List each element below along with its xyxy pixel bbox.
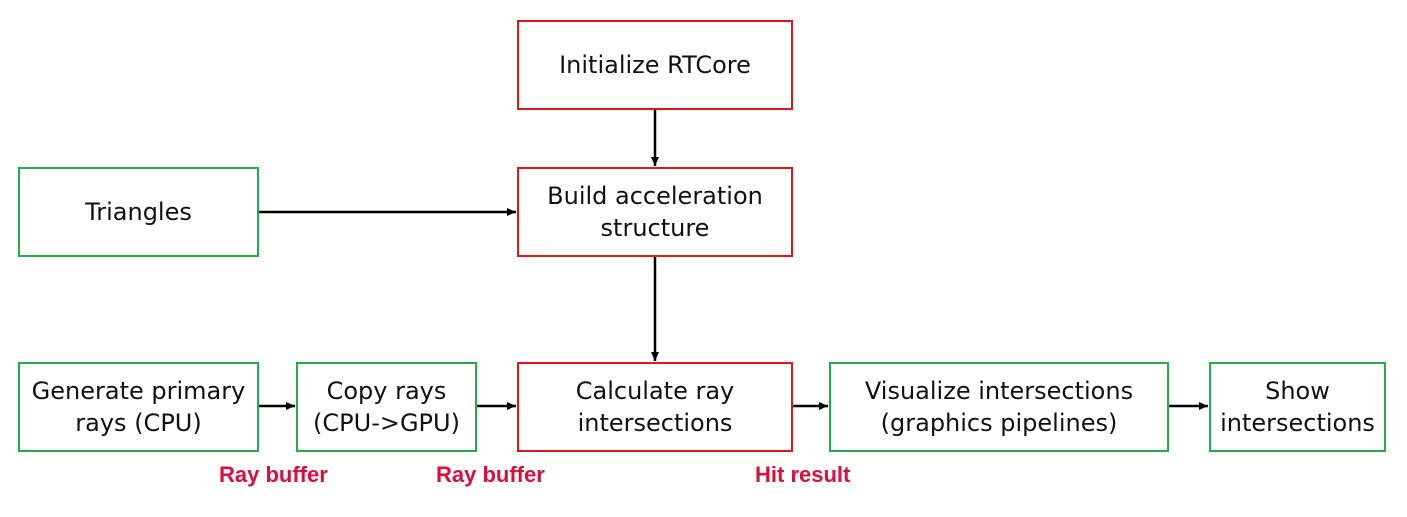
node-copy-rays: Copy rays (CPU->GPU) bbox=[296, 362, 477, 452]
node-label: Build acceleration structure bbox=[547, 182, 763, 242]
node-label: Show intersections bbox=[1220, 377, 1375, 437]
node-label: Visualize intersections (graphics pipeli… bbox=[864, 377, 1134, 437]
node-show-intersections: Show intersections bbox=[1209, 362, 1386, 452]
edge-label-ray-buffer-2: Ray buffer bbox=[436, 462, 545, 487]
edge-label-hit-result: Hit result bbox=[755, 462, 851, 487]
node-calculate-ray-intersections: Calculate ray intersections bbox=[517, 362, 793, 452]
node-label: Calculate ray intersections bbox=[575, 377, 735, 437]
node-build-acceleration-structure: Build acceleration structure bbox=[517, 167, 793, 257]
edge-label-ray-buffer-1: Ray buffer bbox=[219, 462, 328, 487]
node-triangles: Triangles bbox=[18, 167, 259, 257]
node-label: Generate primary rays (CPU) bbox=[31, 377, 246, 437]
node-label: Triangles bbox=[85, 198, 192, 226]
node-generate-primary-rays: Generate primary rays (CPU) bbox=[18, 362, 259, 452]
node-initialize-rtcore: Initialize RTCore bbox=[517, 20, 793, 110]
node-visualize-intersections: Visualize intersections (graphics pipeli… bbox=[829, 362, 1169, 452]
node-label: Initialize RTCore bbox=[559, 51, 751, 79]
node-label: Copy rays (CPU->GPU) bbox=[313, 377, 460, 437]
